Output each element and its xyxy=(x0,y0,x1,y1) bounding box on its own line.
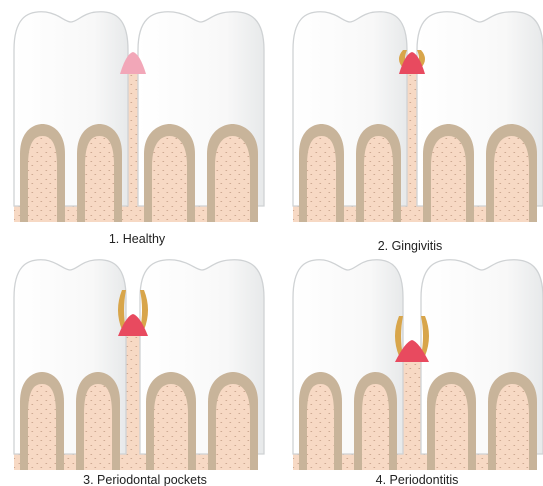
root-canal-bone xyxy=(28,136,57,222)
root-canal-bone xyxy=(154,384,188,470)
root-canal-bone xyxy=(307,384,334,470)
root-canal-bone xyxy=(85,136,114,222)
panel-periodontal-pockets: 3. Periodontal pockets xyxy=(14,260,264,486)
root-canal-bone xyxy=(28,384,56,470)
panel-healthy: 1. Healthy xyxy=(14,12,264,246)
root-canal-bone xyxy=(362,384,389,470)
healthy-illustration xyxy=(14,12,264,222)
periodontitis-illustration xyxy=(293,260,543,470)
panel-periodontitis: 4. Periodontitis xyxy=(293,260,543,486)
root-canal-bone xyxy=(215,136,250,222)
root-canal-bone xyxy=(84,384,112,470)
panel-caption: 4. Periodontitis xyxy=(376,473,459,486)
root-canal-bone xyxy=(435,384,468,470)
root-canal-bone xyxy=(364,136,393,222)
panel-gingivitis: 2. Gingivitis xyxy=(293,12,543,253)
root-canal-bone xyxy=(496,384,529,470)
gingivitis-illustration xyxy=(293,12,543,222)
root-canal-bone xyxy=(216,384,250,470)
panel-caption: 3. Periodontal pockets xyxy=(83,473,207,486)
panel-caption: 1. Healthy xyxy=(109,232,166,246)
root-canal-bone xyxy=(431,136,466,222)
panel-caption: 2. Gingivitis xyxy=(378,239,443,253)
periodontal-pockets-illustration xyxy=(14,260,264,470)
root-canal-bone xyxy=(152,136,187,222)
root-canal-bone xyxy=(307,136,336,222)
root-canal-bone xyxy=(494,136,529,222)
